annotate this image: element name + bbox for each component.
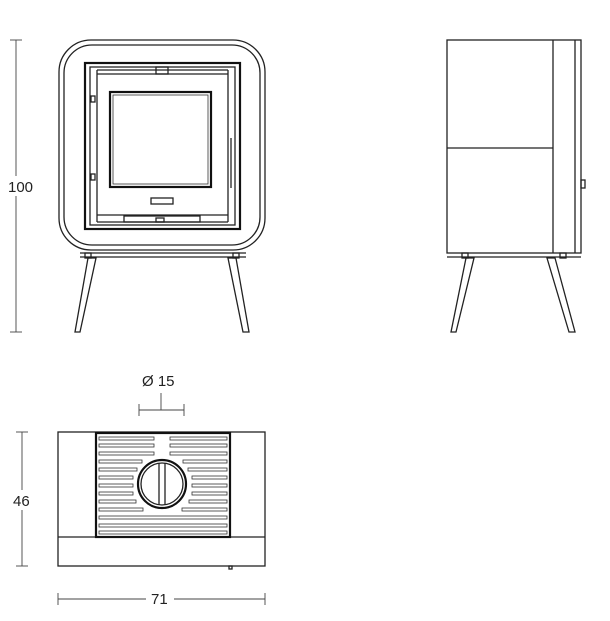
depth-dimension: 46 — [10, 431, 36, 567]
hinge-bottom — [90, 173, 96, 181]
flue-diameter-label: Ø 15 — [142, 373, 175, 390]
front-view — [58, 39, 266, 333]
front-body-outline — [58, 39, 266, 251]
height-label: 100 — [8, 179, 33, 196]
air-control-knob — [150, 197, 174, 205]
glass-window — [108, 90, 213, 189]
flue-collar — [136, 458, 188, 510]
front-leg-right — [227, 257, 250, 333]
top-body — [57, 431, 266, 567]
top-view — [57, 431, 266, 570]
side-handle — [580, 179, 586, 189]
side-leg-right — [546, 257, 576, 333]
front-body-inner-outline — [63, 44, 261, 246]
height-dimension: 100 — [4, 39, 34, 333]
front-leg-left — [74, 257, 97, 333]
top-latch — [155, 66, 169, 75]
ash-rail — [123, 215, 201, 223]
door-panel — [89, 66, 236, 226]
top-grate-slots — [98, 436, 228, 535]
top-grate-frame — [94, 431, 232, 539]
door-frame — [83, 61, 242, 231]
side-body — [446, 39, 582, 254]
depth-label: 46 — [13, 493, 30, 510]
width-dimension: 71 — [57, 589, 266, 609]
flue-diameter-dimension: Ø 15 — [138, 373, 185, 416]
side-leg-left — [450, 257, 475, 333]
side-view — [446, 39, 586, 333]
hinge-top — [90, 95, 96, 103]
width-label: 71 — [151, 591, 168, 608]
